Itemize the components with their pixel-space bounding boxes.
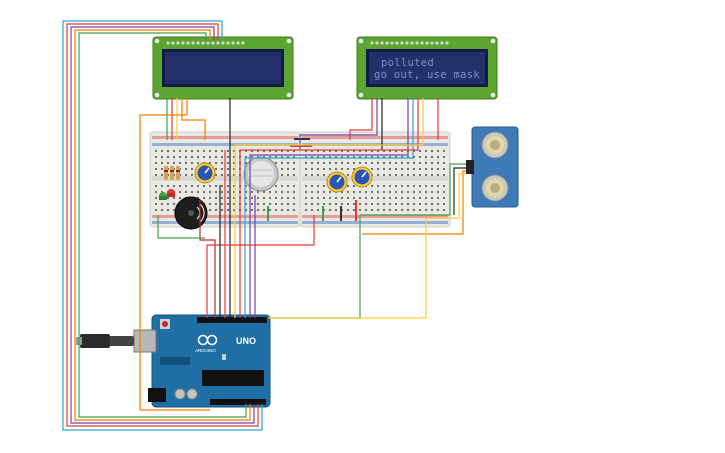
led-green[interactable] (159, 192, 167, 200)
arduino-brand: ARDUINO (195, 348, 216, 353)
ultrasonic-sensor[interactable] (466, 126, 519, 208)
usb-connector (76, 329, 157, 353)
potentiometer-2[interactable] (326, 171, 348, 193)
lcd-left-pins (166, 41, 245, 45)
lcd-right[interactable]: polluted go out, use mask (356, 36, 498, 100)
lcd-right-pins (370, 41, 449, 45)
potentiometer-3[interactable] (351, 166, 373, 188)
potentiometer-1[interactable] (194, 162, 216, 184)
lcd-right-line1: polluted (381, 57, 434, 69)
lcd-left[interactable] (152, 36, 294, 100)
led-red[interactable] (167, 189, 175, 197)
arduino-model: UNO (236, 336, 256, 346)
lcd-right-line2: go out, use mask (374, 69, 480, 81)
arduino-board[interactable]: ARDUINO UNO (76, 314, 271, 408)
buzzer[interactable] (174, 196, 208, 230)
gas-sensor[interactable] (243, 156, 279, 192)
breadboard-jumpers (267, 138, 357, 221)
arduino-logo (197, 334, 218, 346)
wires (62, 20, 466, 431)
resistor-group[interactable] (164, 166, 180, 180)
